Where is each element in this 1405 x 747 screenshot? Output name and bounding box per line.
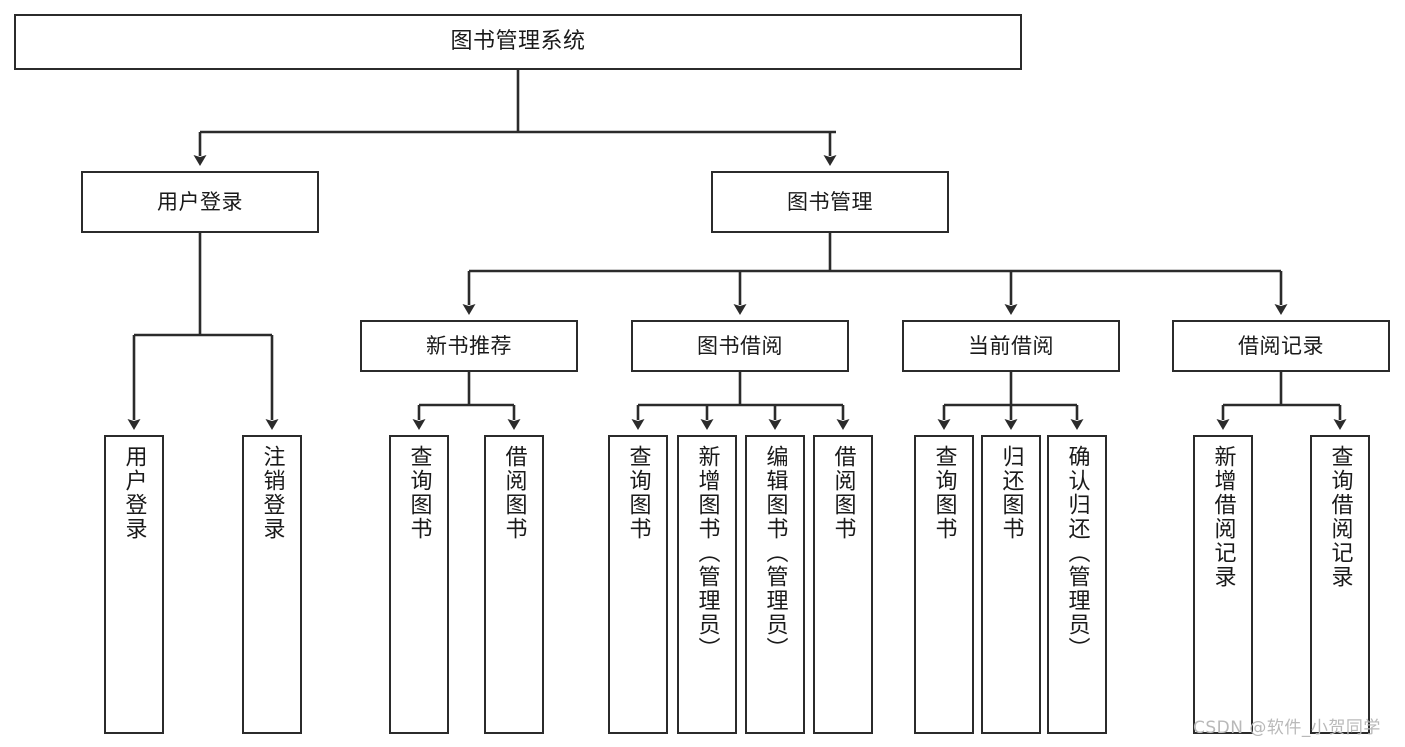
node-query-book-2[interactable]: 查询图书 [608, 435, 668, 734]
node-query-borrow-record[interactable]: 查询借阅记录 [1310, 435, 1370, 734]
node-user-login-label: 用户登录 [157, 189, 243, 214]
node-query-book-2-label: 查询图书 [625, 445, 651, 541]
node-user-logout[interactable]: 注销登录 [242, 435, 302, 734]
node-root-label: 图书管理系统 [450, 29, 586, 55]
node-borrow-book-1[interactable]: 借阅图书 [484, 435, 544, 734]
node-book-borrow[interactable]: 图书借阅 [631, 320, 849, 372]
node-edit-book-admin[interactable]: 编辑图书（管理员） [745, 435, 805, 734]
csdn-watermark: CSDN @软件_小贺同学 [1193, 718, 1381, 738]
node-query-book-3-label: 查询图书 [931, 445, 957, 541]
node-confirm-return-admin-label: 确认归还（管理员） [1064, 445, 1090, 661]
node-current-borrow[interactable]: 当前借阅 [902, 320, 1120, 372]
node-user-login[interactable]: 用户登录 [81, 171, 319, 233]
node-book-manage[interactable]: 图书管理 [711, 171, 949, 233]
node-add-book-admin-label: 新增图书（管理员） [694, 445, 720, 661]
node-borrow-book-1-label: 借阅图书 [501, 445, 527, 541]
node-user-login-do[interactable]: 用户登录 [104, 435, 164, 734]
node-user-logout-label: 注销登录 [259, 445, 285, 541]
node-query-book-1[interactable]: 查询图书 [389, 435, 449, 734]
node-return-book-label: 归还图书 [998, 445, 1024, 541]
node-add-book-admin[interactable]: 新增图书（管理员） [677, 435, 737, 734]
node-query-book-1-label: 查询图书 [406, 445, 432, 541]
node-add-borrow-record[interactable]: 新增借阅记录 [1193, 435, 1253, 734]
node-root[interactable]: 图书管理系统 [14, 14, 1022, 70]
node-book-manage-label: 图书管理 [787, 189, 873, 214]
node-query-book-3[interactable]: 查询图书 [914, 435, 974, 734]
node-borrow-book-2[interactable]: 借阅图书 [813, 435, 873, 734]
node-borrow-record-label: 借阅记录 [1238, 333, 1324, 358]
node-query-borrow-record-label: 查询借阅记录 [1327, 445, 1353, 589]
node-confirm-return-admin[interactable]: 确认归还（管理员） [1047, 435, 1107, 734]
node-book-borrow-label: 图书借阅 [697, 333, 783, 358]
node-return-book[interactable]: 归还图书 [981, 435, 1041, 734]
node-add-borrow-record-label: 新增借阅记录 [1210, 445, 1236, 589]
node-current-borrow-label: 当前借阅 [968, 333, 1054, 358]
node-user-login-do-label: 用户登录 [121, 445, 147, 541]
node-borrow-record[interactable]: 借阅记录 [1172, 320, 1390, 372]
node-borrow-book-2-label: 借阅图书 [830, 445, 856, 541]
node-edit-book-admin-label: 编辑图书（管理员） [762, 445, 788, 661]
node-new-book-recommend[interactable]: 新书推荐 [360, 320, 578, 372]
node-new-book-recommend-label: 新书推荐 [426, 333, 512, 358]
